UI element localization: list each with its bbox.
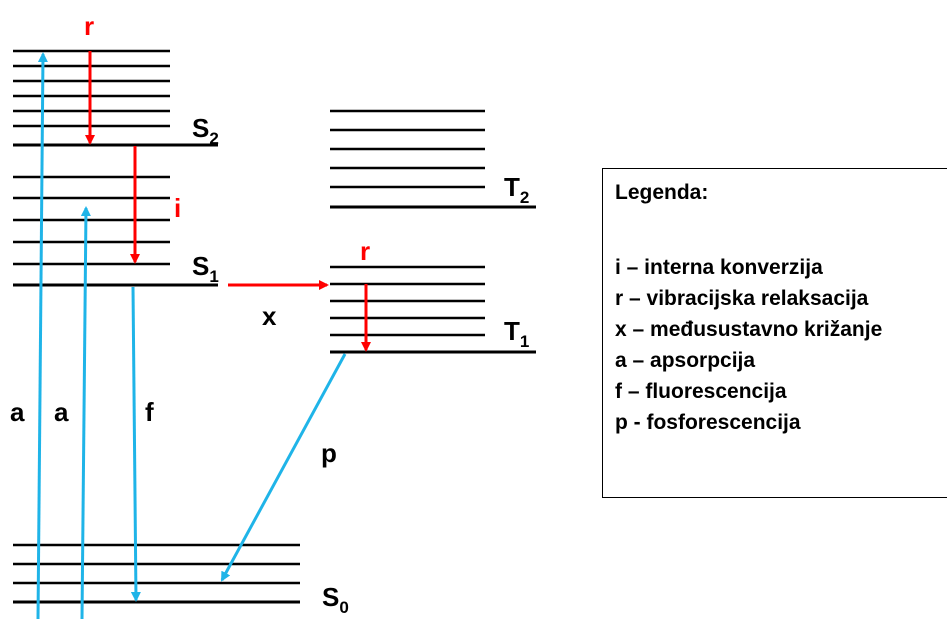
- legend-item-absorption: a – apsorpcija: [615, 349, 756, 372]
- legend-item-internal-conversion: i – interna konverzija: [615, 256, 823, 279]
- label-i: i: [174, 193, 181, 223]
- absorption-arrow-left: [36, 52, 48, 619]
- fluorescence-arrow: [130, 286, 141, 602]
- s0-manifold: [13, 543, 300, 604]
- label-a-left: a: [10, 397, 25, 427]
- t1-manifold: [330, 265, 536, 354]
- s1-manifold: [13, 175, 218, 287]
- label-f: f: [145, 397, 154, 427]
- t2-label: T2: [504, 172, 529, 207]
- t2-manifold: [330, 109, 536, 209]
- label-x: x: [262, 301, 277, 331]
- legend-title: Legenda:: [615, 181, 709, 204]
- label-p: p: [321, 438, 337, 468]
- legend-box: Legenda: i – interna konverzija r – vibr…: [602, 168, 947, 498]
- s0-label: S0: [322, 582, 349, 617]
- legend-item-intersystem-crossing: x – međusustavno križanje: [615, 318, 883, 341]
- legend-item-phosphorescence: p - fosforescencija: [615, 411, 801, 434]
- t1-label: T1: [504, 316, 529, 351]
- absorption-arrow-right: [80, 206, 91, 619]
- legend-item-fluorescence: f – fluorescencija: [615, 380, 787, 403]
- phosphorescence-arrow: [220, 353, 347, 582]
- label-r-top: r: [84, 11, 94, 41]
- label-a-right: a: [54, 397, 69, 427]
- legend-item-vibrational-relaxation: r – vibracijska relaksacija: [615, 287, 869, 310]
- s2-label: S2: [192, 113, 219, 148]
- label-r-triplet: r: [360, 236, 370, 266]
- s1-label: S1: [192, 251, 219, 286]
